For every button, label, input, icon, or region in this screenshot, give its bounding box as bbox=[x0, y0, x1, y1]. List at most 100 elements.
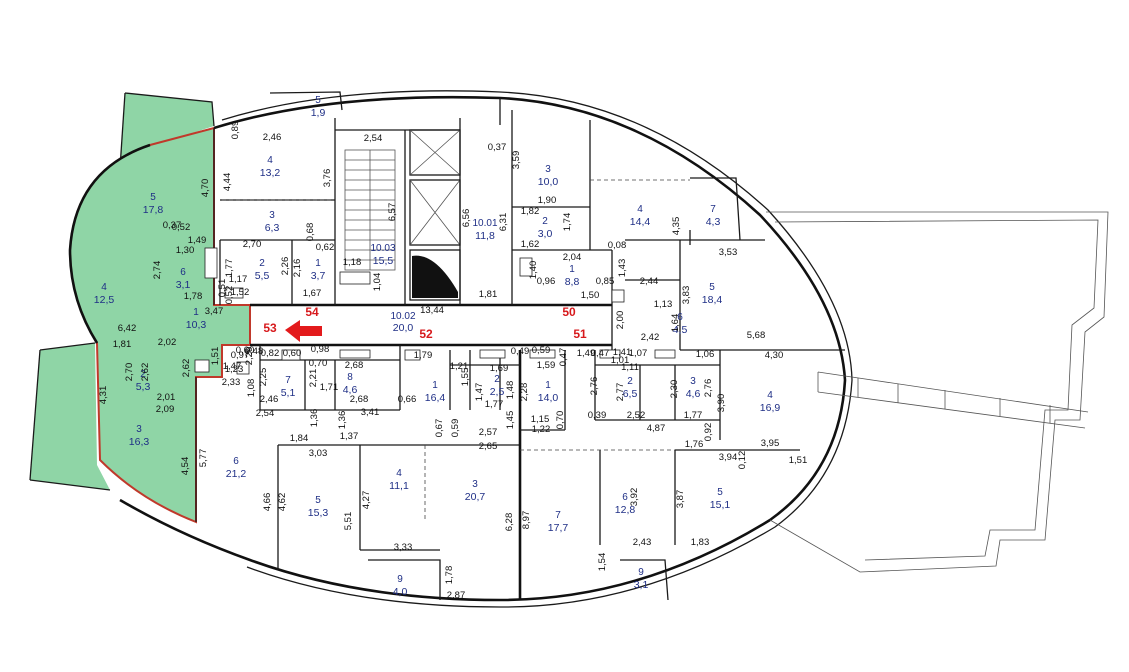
dimension-label: 0,51 bbox=[217, 279, 228, 298]
dimension-label: 1,41 bbox=[613, 347, 632, 358]
dimension-label: 0,59 bbox=[450, 419, 461, 438]
dimension-label: 2,02 bbox=[158, 337, 177, 348]
dimension-label: 2,21 bbox=[308, 369, 319, 388]
dimension-label: 4,70 bbox=[200, 179, 211, 198]
dimension-label: 2,54 bbox=[256, 408, 275, 419]
dimension-label: 1,45 bbox=[505, 411, 516, 430]
room-w5-number: 5 bbox=[315, 95, 321, 106]
dimension-label: 2,68 bbox=[345, 360, 364, 371]
room-w3-area: 6,3 bbox=[265, 222, 280, 234]
room-w4-number: 4 bbox=[267, 155, 273, 166]
dimension-label: 1,81 bbox=[479, 289, 498, 300]
dimension-label: 0,68 bbox=[305, 223, 316, 242]
room-se6-number: 6 bbox=[622, 492, 628, 503]
room-se4-number: 4 bbox=[767, 390, 773, 401]
dimension-label: 0,70 bbox=[309, 358, 328, 369]
dimension-label: 1,76 bbox=[685, 439, 704, 450]
dimension-label: 2,00 bbox=[615, 311, 626, 330]
dimension-label: 2,44 bbox=[640, 276, 659, 287]
room-s1003-number: 10.03 bbox=[370, 243, 395, 254]
dimension-label: 0,67 bbox=[434, 419, 445, 438]
dimension-label: 1,77 bbox=[485, 399, 504, 410]
dimension-label: 1,74 bbox=[562, 213, 573, 232]
dimension-label: 0,59 bbox=[532, 345, 551, 356]
dimension-label: 2,68 bbox=[350, 394, 369, 405]
bathroom-fixtures bbox=[194, 247, 676, 375]
dimension-label: 2,65 bbox=[479, 441, 498, 452]
dimension-label: 1,71 bbox=[320, 382, 339, 393]
apartment-marker-51: 51 bbox=[573, 327, 587, 341]
room-sc3-number: 3 bbox=[472, 479, 478, 490]
room-sw8-area: 4,6 bbox=[343, 384, 358, 396]
room-e3-number: 3 bbox=[545, 164, 551, 175]
dimension-label: 1,84 bbox=[290, 433, 309, 444]
room-w4-area: 13,2 bbox=[260, 167, 281, 179]
dimension-label: 2,28 bbox=[519, 383, 530, 402]
apartment-marker-53: 53 bbox=[263, 321, 277, 335]
room-sw5-area: 15,3 bbox=[308, 507, 329, 519]
dimension-label: 0,98 bbox=[311, 344, 330, 355]
dimension-label: 3,59 bbox=[511, 151, 522, 170]
dimension-label: 1,90 bbox=[538, 195, 557, 206]
dimension-label: 1,82 bbox=[521, 206, 540, 217]
dimension-label: 1,22 bbox=[532, 424, 551, 435]
dimension-label: 1,77 bbox=[684, 410, 703, 421]
room-g5-number: 5 bbox=[150, 192, 156, 203]
dimension-label: 1,83 bbox=[691, 537, 710, 548]
dimension-label: 3,87 bbox=[675, 490, 686, 509]
dimension-label: 2,09 bbox=[156, 404, 175, 415]
dimension-label: 1,11 bbox=[621, 362, 639, 373]
dimension-label: 3,95 bbox=[761, 438, 780, 449]
dimension-label: 0,70 bbox=[555, 411, 566, 430]
room-g2-area: 5,3 bbox=[136, 381, 151, 393]
dimension-label: 1,54 bbox=[597, 553, 608, 572]
dimension-label: 1,62 bbox=[521, 239, 540, 250]
room-se2-number: 2 bbox=[627, 376, 633, 387]
dimension-label: 3,83 bbox=[681, 286, 692, 305]
dimension-label: 1,78 bbox=[444, 566, 455, 585]
dimension-label: 1,30 bbox=[176, 245, 195, 256]
west-terrace-north bbox=[120, 93, 214, 168]
dimension-label: 2,54 bbox=[364, 133, 383, 144]
dimension-label: 4,54 bbox=[180, 457, 191, 476]
dimension-label: 0,49 bbox=[511, 346, 530, 357]
room-s1003-area: 15,5 bbox=[373, 255, 394, 267]
dimension-label: 4,30 bbox=[765, 350, 784, 361]
room-sc1-area: 16,4 bbox=[425, 392, 446, 404]
room-e5-number: 5 bbox=[709, 282, 715, 293]
dimension-label: 1,59 bbox=[537, 360, 556, 371]
dimension-label: 1,48 bbox=[505, 381, 516, 400]
room-se9-area: 3,1 bbox=[634, 579, 649, 591]
dimension-label: 1,47 bbox=[223, 361, 242, 372]
dimension-label: 2,04 bbox=[563, 252, 582, 263]
dimension-label: 2,76 bbox=[703, 379, 714, 398]
dimension-label: 2,46 bbox=[263, 132, 282, 143]
dimension-label: 2,87 bbox=[447, 590, 466, 601]
dimension-label: 0,37 bbox=[163, 220, 182, 231]
room-sw7-area: 5,1 bbox=[281, 387, 296, 399]
entrance-arrow-icon bbox=[285, 320, 322, 342]
dimension-label: 4,62 bbox=[277, 493, 288, 512]
dimension-label: 2,76 bbox=[589, 377, 600, 396]
dimension-label: 2,77 bbox=[615, 383, 626, 402]
dimension-label: 3,92 bbox=[629, 488, 640, 507]
room-sw5-number: 5 bbox=[315, 495, 321, 506]
dimension-label: 1,21 bbox=[450, 361, 469, 372]
room-se2-area: 6,5 bbox=[623, 388, 638, 400]
dimension-label: 2,70 bbox=[243, 239, 262, 250]
apartment-highlight bbox=[70, 128, 250, 522]
room-s1001-number: 10.01 bbox=[472, 218, 497, 229]
room-sc1-number: 1 bbox=[432, 380, 438, 391]
dimension-label: 0,37 bbox=[488, 142, 507, 153]
room-g4-area: 12,5 bbox=[94, 294, 115, 306]
room-sw6-number: 6 bbox=[233, 456, 239, 467]
dimension-label: 0,66 bbox=[398, 394, 417, 405]
room-w2-number: 2 bbox=[259, 258, 265, 269]
dimension-label: 1,01 bbox=[611, 355, 630, 366]
dimension-label: 3,53 bbox=[719, 247, 738, 258]
room-e1-number: 1 bbox=[569, 264, 575, 275]
dimension-label: 2,70 bbox=[124, 363, 135, 382]
room-se1-number: 1 bbox=[545, 380, 551, 391]
dimension-label: 1,43 bbox=[617, 259, 628, 278]
